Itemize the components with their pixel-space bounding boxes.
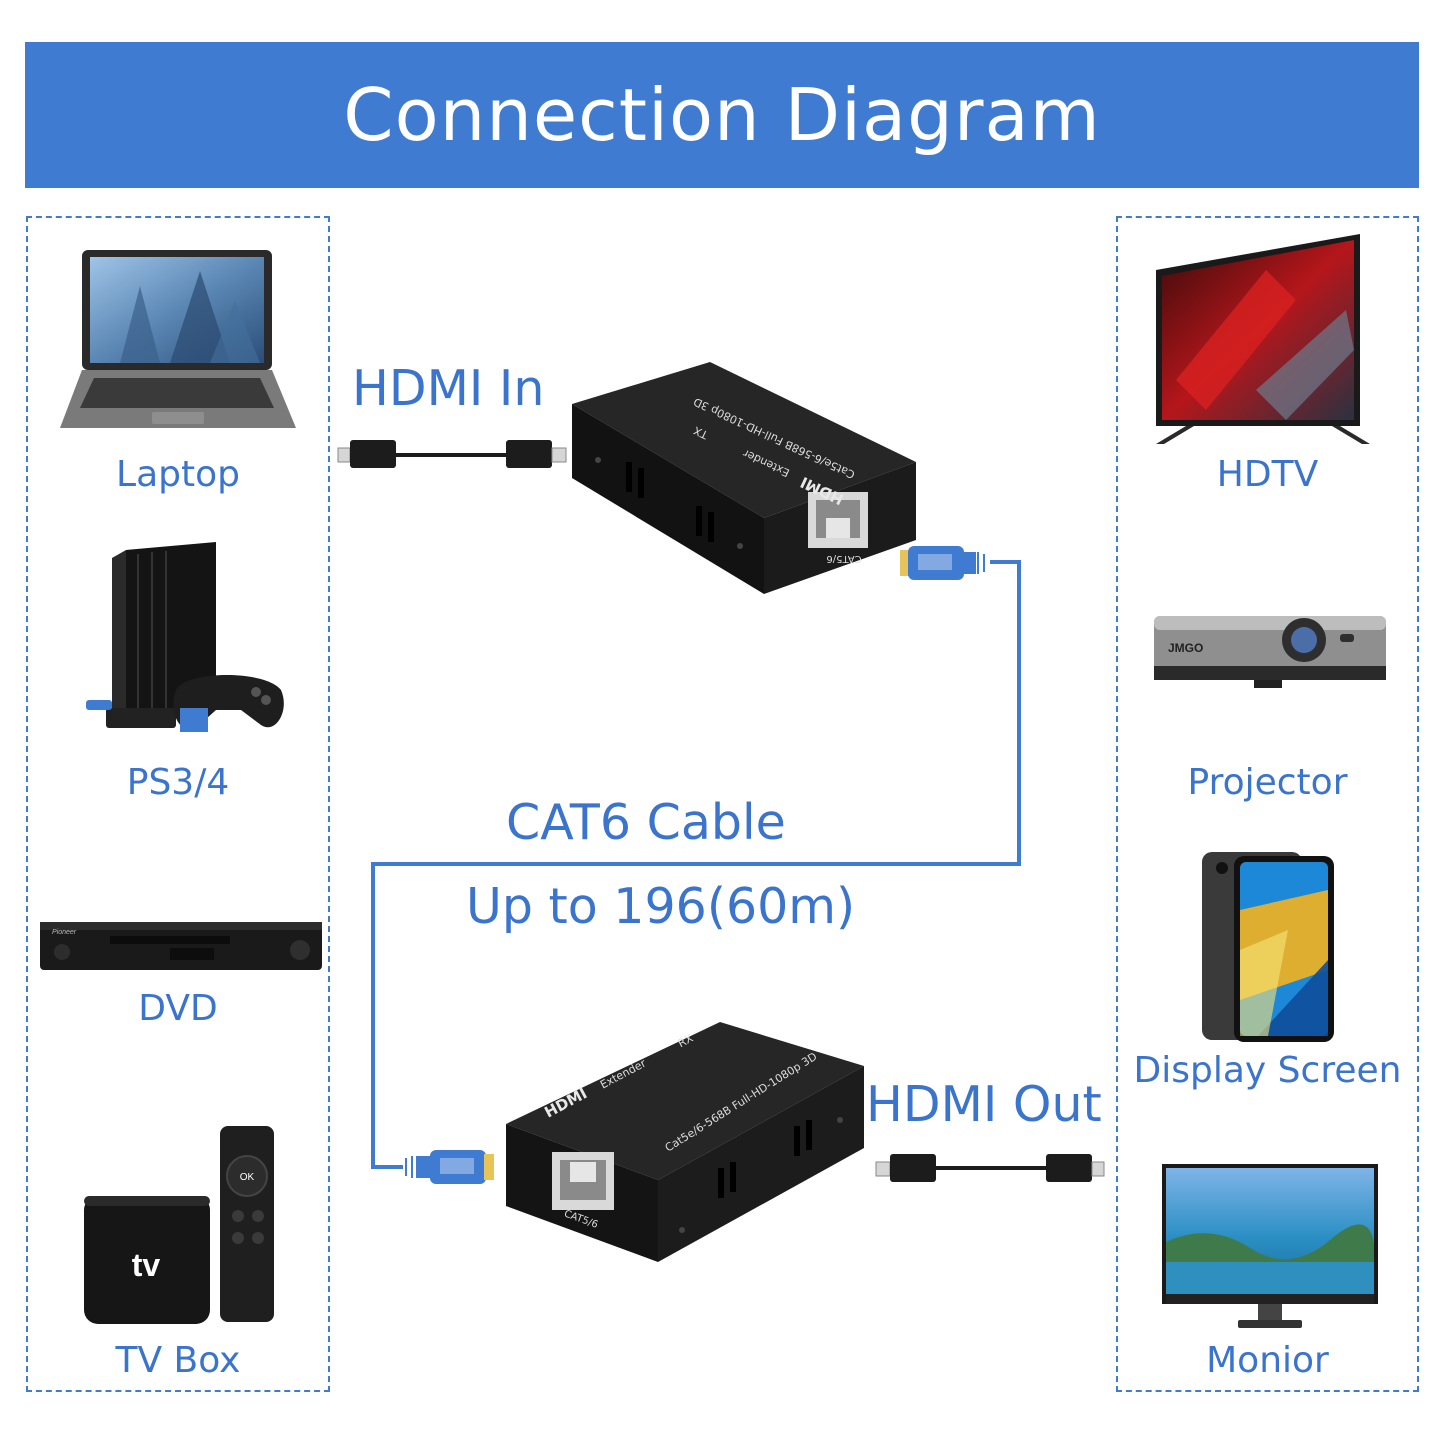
source-label-ps: PS3/4 xyxy=(126,762,230,803)
receiver-box: CAT5/6 HDMI Extender RX Cat5e/6-568B Ful… xyxy=(506,1022,864,1262)
svg-text:tv: tv xyxy=(132,1247,161,1283)
title-banner: Connection Diagram xyxy=(25,42,1419,188)
source-devices-panel: Laptop PS3/4 Pioneer DVD OK tv TV Box xyxy=(26,216,330,1392)
hdmi-out-label: HDMI Out xyxy=(866,1076,1102,1133)
hdmi-out-cable xyxy=(875,1154,1105,1182)
tx-mode: TX xyxy=(691,423,711,441)
cat6-cable-line xyxy=(371,560,1021,1169)
svg-text:JMGO: JMGO xyxy=(1168,641,1203,655)
source-label-dvd: DVD xyxy=(138,988,218,1029)
cable-length-label: Up to 196(60m) xyxy=(466,878,856,935)
monitor-icon xyxy=(1162,1164,1378,1328)
hdtv-icon xyxy=(1156,234,1370,444)
rj45-plug-rx xyxy=(405,1150,494,1184)
tx-port-label: CAT5/6 xyxy=(826,553,861,564)
display-label-projector: Projector xyxy=(1187,762,1348,803)
hdmi-in-cable xyxy=(337,440,567,468)
svg-text:Pioneer: Pioneer xyxy=(52,929,77,936)
laptop-icon xyxy=(60,250,296,428)
display-label-hdtv: HDTV xyxy=(1216,454,1319,495)
display-label-tablet: Display Screen xyxy=(1133,1050,1402,1091)
tv-box-icon: OK tv xyxy=(84,1126,274,1324)
projector-icon: JMGO xyxy=(1154,616,1386,688)
rj45-plug-tx xyxy=(900,546,985,580)
cable-name-label: CAT6 Cable xyxy=(506,794,786,851)
transmitter-box: CAT5/6 HDMI Extender TX Cat5e/6-568B Ful… xyxy=(572,362,916,594)
game-console-icon xyxy=(86,542,284,732)
display-devices-panel: HDTV JMGO Projector Display Screen xyxy=(1116,216,1419,1392)
rx-mode: RX xyxy=(676,1031,696,1050)
dvd-player-icon: Pioneer xyxy=(40,922,322,970)
display-label-monitor: Monior xyxy=(1206,1340,1329,1381)
tablet-icon xyxy=(1202,852,1334,1042)
hdmi-in-label: HDMI In xyxy=(352,360,545,417)
svg-text:OK: OK xyxy=(240,1172,255,1183)
source-label-tvbox: TV Box xyxy=(115,1340,241,1381)
source-label-laptop: Laptop xyxy=(116,454,240,495)
page-title: Connection Diagram xyxy=(343,73,1101,157)
